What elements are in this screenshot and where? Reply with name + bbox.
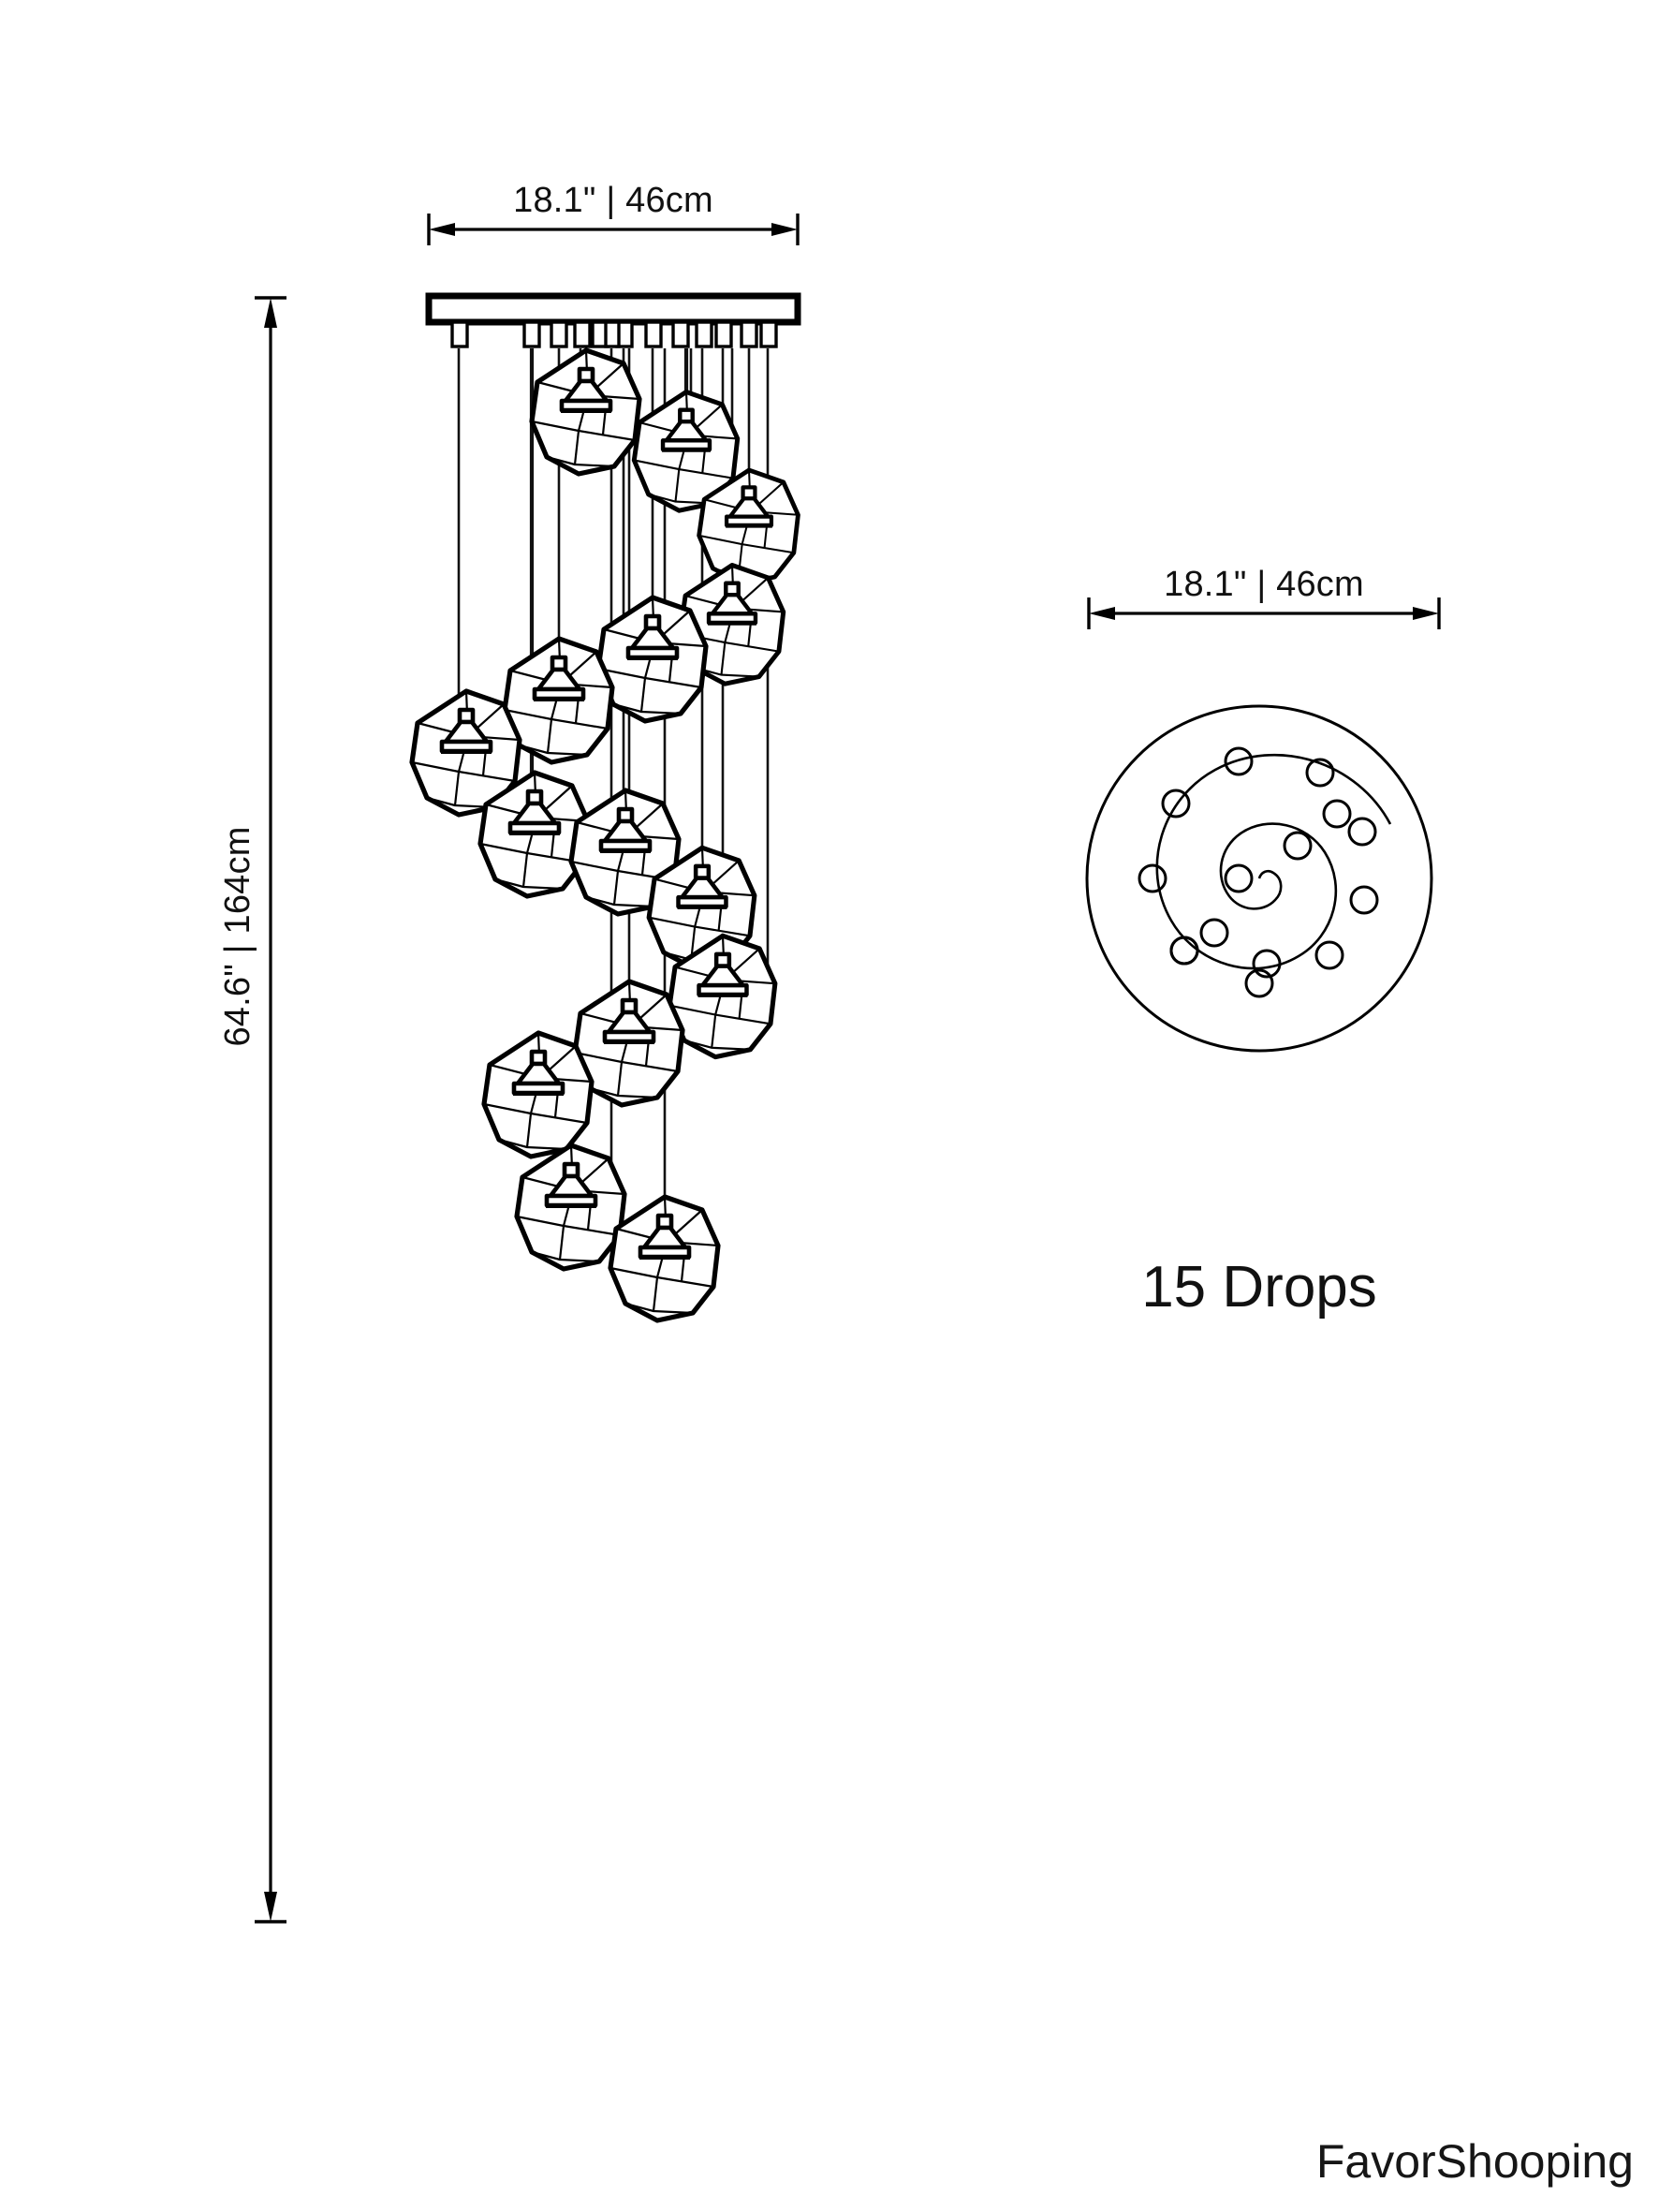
plan-width-label: 18.1" | 46cm [1164, 565, 1364, 604]
pendant-drop [598, 597, 706, 721]
plan-spiral-path [1155, 753, 1392, 970]
top-width-label: 18.1" | 46cm [513, 181, 713, 220]
plan-outer-circle [1085, 704, 1433, 1053]
front-elevation-view [412, 292, 801, 1320]
drop-count-label: 15 Drops [1141, 1255, 1377, 1320]
plan-width-dimension: 18.1" | 46cm [1087, 565, 1441, 629]
pendant-drop [610, 1197, 718, 1320]
plan-drop-markers [1138, 746, 1379, 998]
left-height-dimension: 64.6" | 164cm [218, 296, 286, 1924]
plan-top-view [1085, 704, 1433, 1053]
canopy-plate [425, 292, 801, 348]
brand-watermark: FavorShooping [1316, 2135, 1634, 2188]
top-width-dimension: 18.1" | 46cm [427, 181, 800, 245]
pendant-drop [484, 1033, 592, 1157]
pendant-group [412, 350, 798, 1320]
pendant-drop [532, 350, 639, 474]
pendant-drop [517, 1145, 624, 1269]
left-height-label: 64.6" | 164cm [218, 826, 257, 1046]
